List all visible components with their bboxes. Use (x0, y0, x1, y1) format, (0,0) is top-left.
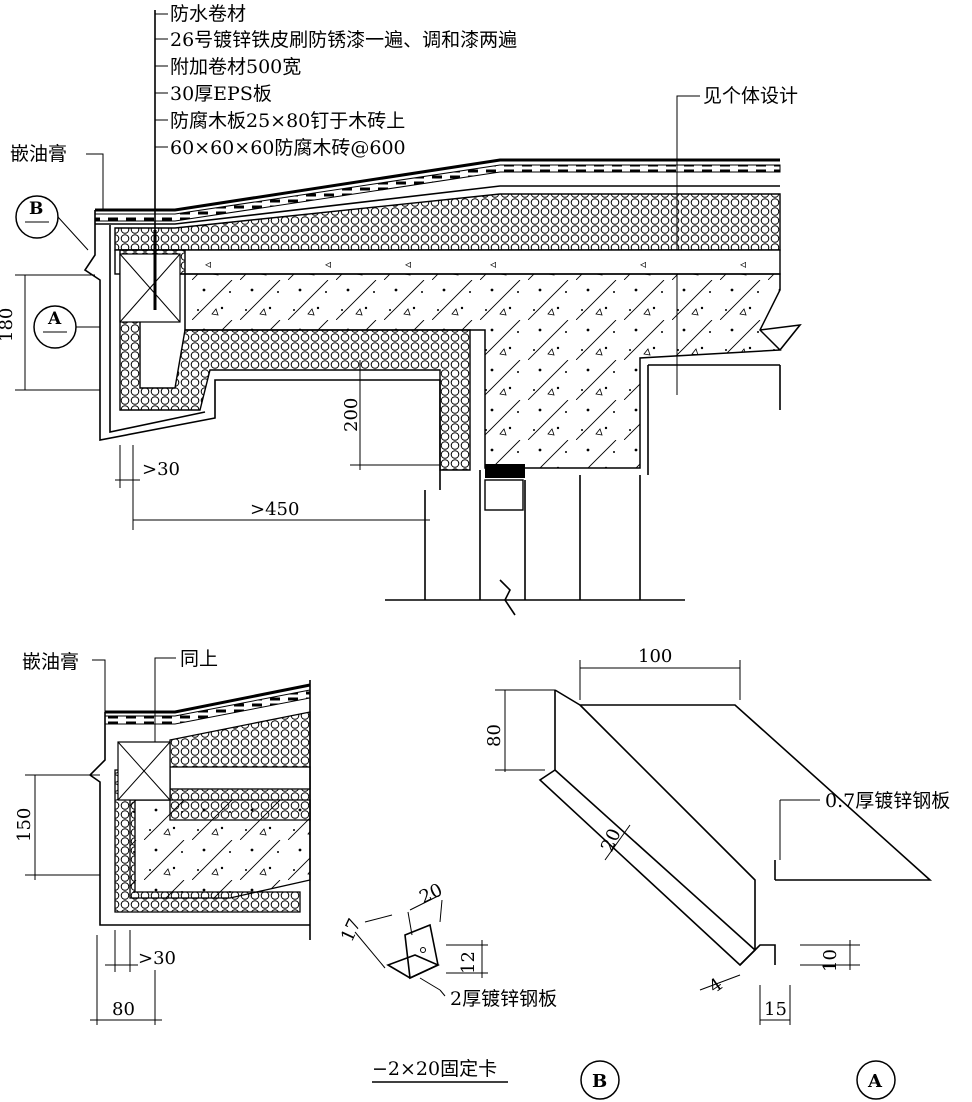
svg-text:◃: ◃ (640, 257, 646, 271)
layer-label-5: 防腐木板25×80钉于木砖上 (170, 110, 405, 132)
svg-text:◃: ◃ (205, 257, 211, 271)
screed-layer (114, 249, 781, 275)
small-screed (169, 766, 311, 790)
svg-text:◃: ◃ (490, 257, 496, 271)
layer-label-6: 60×60×60防腐木砖@600 (170, 137, 406, 159)
tag-b-circle (580, 1060, 620, 1100)
clip-caption: −2×20固定卡 (372, 1058, 497, 1080)
clip-dim-17: 17 (337, 915, 366, 945)
svg-text:◃: ◃ (325, 257, 331, 271)
small-membrane-top (105, 683, 311, 714)
svg-text:◃: ◃ (740, 257, 746, 271)
tag-a-circle (856, 1060, 896, 1100)
callout-b-letter: B (29, 199, 43, 219)
small-flashing (88, 712, 310, 926)
detail-b: 20 17 12 2厚镀锌钢板 −2×20固定卡 B (337, 880, 620, 1100)
break-mark (759, 323, 802, 351)
dim-180-lines (15, 274, 100, 391)
same-as-above-leader (154, 657, 176, 745)
small-detail: 嵌油膏 同上 150 >30 80 (14, 648, 311, 1025)
dim-200: 200 (341, 398, 362, 432)
sheet-dim-15: 15 (764, 999, 787, 1020)
dim-30-lines (115, 445, 140, 488)
dim-450: >450 (250, 499, 299, 520)
sheet-hook (739, 944, 776, 966)
layer-label-2: 26号镀锌铁皮刷防锈漆一遍、调和漆两遍 (170, 29, 517, 51)
see-design-label: 见个体设计 (703, 85, 798, 107)
dim-30-main: >30 (142, 459, 180, 480)
sealant-label: 嵌油膏 (10, 142, 67, 165)
layer-label-3: 附加卷材500宽 (170, 56, 301, 78)
lintel-block (485, 464, 525, 478)
flashing-outline (83, 210, 441, 490)
clip-foot (386, 954, 440, 979)
small-dim-30: >30 (138, 948, 176, 969)
wall-lines (385, 364, 781, 601)
waterproof-membrane (94, 164, 781, 222)
small-dim-150: 150 (14, 808, 35, 842)
sheet-top (554, 689, 933, 881)
break-symbol (499, 579, 516, 616)
layer-label-1: 防水卷材 (170, 3, 246, 25)
sheet-body (538, 690, 756, 967)
main-detail: 防水卷材 26号镀锌铁皮刷防锈漆一遍、调和漆两遍 附加卷材500宽 30厚EPS… (0, 3, 802, 616)
window-frame (484, 479, 524, 511)
small-sealant-label: 嵌油膏 (22, 650, 79, 673)
concrete-slab (184, 273, 782, 469)
tag-a-letter: A (867, 1071, 883, 1092)
membrane-base (95, 185, 780, 225)
sealant-leader (86, 153, 104, 210)
callout-a-letter: A (47, 309, 62, 329)
svg-text:◃: ◃ (405, 257, 411, 271)
membrane-top (95, 158, 780, 212)
clip-dim-12: 12 (458, 951, 479, 974)
sheet-dim-10: 10 (820, 949, 841, 972)
sheet-dim-100: 100 (638, 646, 672, 667)
small-concrete (129, 799, 311, 899)
dim-180: 180 (0, 308, 17, 342)
clip-material-label: 2厚镀锌钢板 (450, 988, 557, 1010)
flashing-inner (109, 225, 206, 433)
dim-450-lines (132, 488, 430, 530)
dim-200-lines (350, 360, 440, 470)
small-sealant-leader (92, 659, 106, 712)
sheet-material-label: 0.7厚镀锌钢板 (825, 790, 950, 812)
detail-a: 100 80 20 4 15 10 0.7厚镀锌钢板 A (484, 646, 950, 1100)
sheet-dim-4: 4 (705, 974, 726, 998)
sheet-dim-80: 80 (484, 724, 505, 747)
tag-b-letter: B (592, 1071, 607, 1092)
small-dim-80: 80 (112, 999, 135, 1020)
layer-label-4: 30厚EPS板 (170, 83, 272, 105)
same-as-above-label: 同上 (180, 648, 218, 670)
screed-marks: ◃ ◃ ◃ ◃ ◃ ◃ (205, 257, 746, 271)
